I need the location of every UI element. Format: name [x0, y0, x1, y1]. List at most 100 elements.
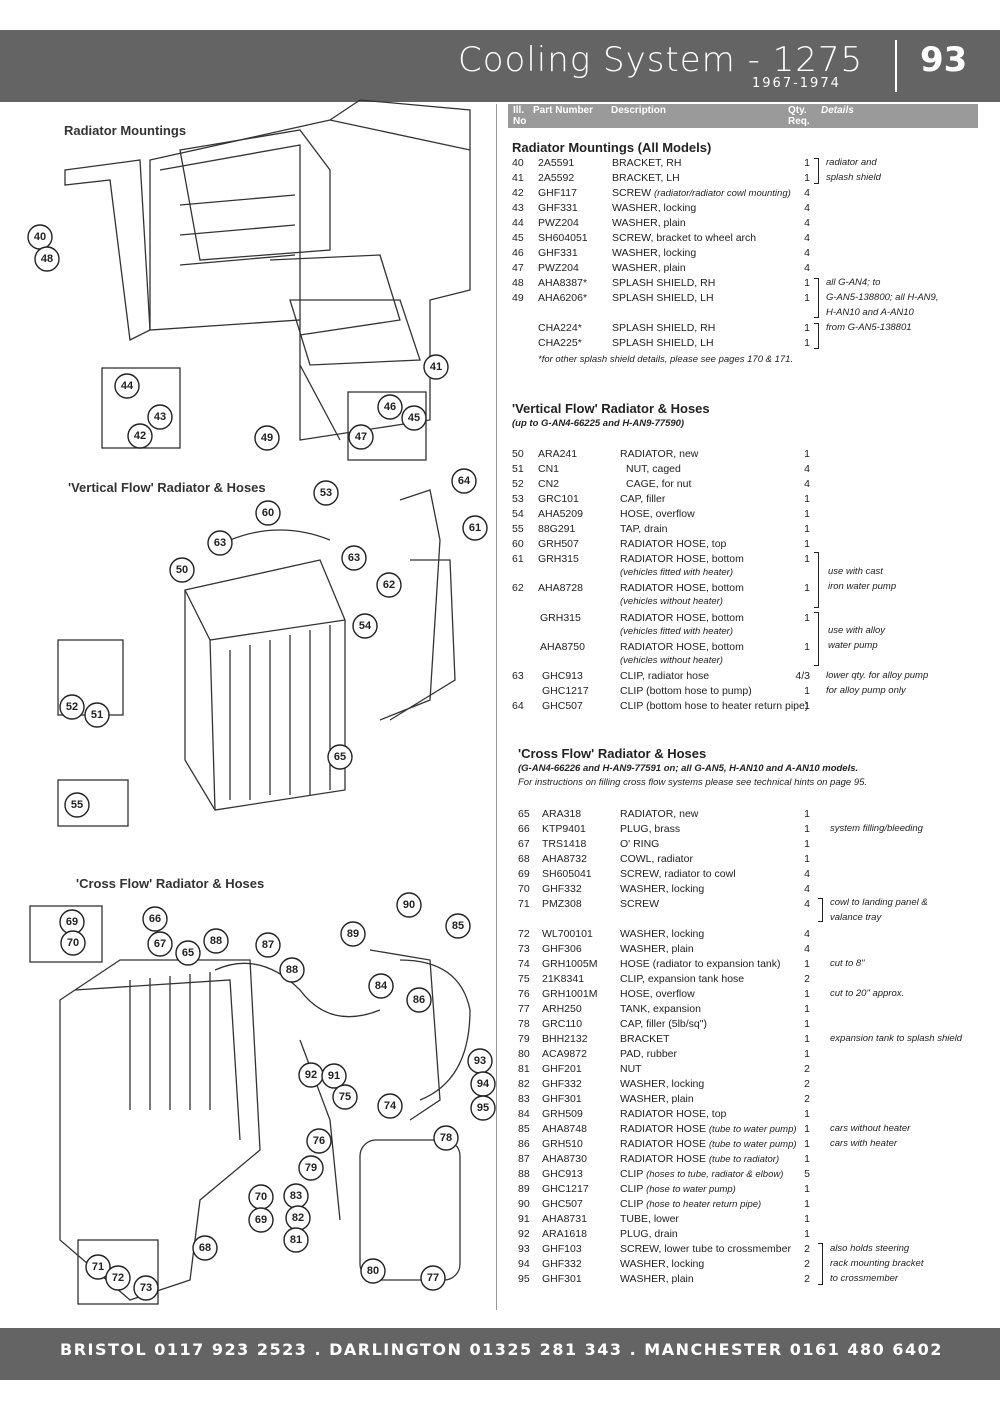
ill-no: 41 [512, 172, 524, 184]
table-row: 89 GHC1217 CLIP (hose to water pump) 1 [0, 1183, 1000, 1198]
table-row: 49 AHA6206* SPLASH SHIELD, LH 1 [0, 292, 1000, 307]
description: RADIATOR HOSE [620, 1138, 706, 1150]
ill-no: 80 [518, 1048, 530, 1060]
part-number: GRC110 [542, 1018, 583, 1030]
qty: 1 [804, 1033, 810, 1045]
table-row: 86 GRH510 RADIATOR HOSE (tube to water p… [0, 1138, 1000, 1153]
callout-60: 60 [262, 507, 274, 519]
part-number: AHA6206* [538, 292, 588, 304]
section-title-vertical-flow: 'Vertical Flow' Radiator & Hoses [512, 401, 710, 416]
qty: 1 [804, 582, 810, 594]
table-row: 55 88G291 TAP, drain 1 [0, 523, 1000, 538]
brace-note: H-AN10 and A-AN10 [826, 307, 914, 318]
part-number: GHC913 [542, 1168, 583, 1180]
callout-52: 52 [66, 701, 78, 713]
vertical-flow-callouts: 53 64 60 63 61 50 63 62 54 52 51 65 55 [59, 468, 488, 818]
table-row: 72 WL700101 WASHER, locking 4 [0, 928, 1000, 943]
part-number: GHF332 [542, 1078, 582, 1090]
ill-no: 75 [518, 973, 530, 985]
part-number: AHA8731 [542, 1213, 587, 1225]
qty: 1 [804, 277, 810, 289]
description-note: (hose to heater return pipe) [646, 1199, 762, 1210]
qty: 1 [804, 553, 810, 565]
qty: 1 [804, 523, 810, 535]
part-number: GHF201 [542, 1063, 582, 1075]
description-note: (tube to water pump) [708, 1139, 797, 1150]
callout-63b: 63 [348, 552, 360, 564]
callout-75: 75 [339, 1091, 351, 1103]
part-number: 2A5592 [538, 172, 575, 184]
part-number: CHA224* [538, 322, 582, 334]
part-number: PMZ308 [542, 898, 582, 910]
qty: 1 [804, 493, 810, 505]
ill-no: 40 [512, 157, 524, 169]
table-row: 47 PWZ204 WASHER, plain 4 [0, 262, 1000, 277]
table-row: 43 GHF331 WASHER, locking 4 [0, 202, 1000, 217]
part-number: GRH507 [538, 538, 579, 550]
qty: 1 [804, 172, 810, 184]
qty: 4 [804, 928, 810, 940]
table-row: 41 2A5592 BRACKET, LH 1 [0, 172, 1000, 187]
qty: 4 [804, 217, 810, 229]
part-number: 21K8341 [542, 973, 585, 985]
radiator-mountings-callouts: 40 48 44 43 42 49 41 46 45 47 [27, 224, 449, 451]
footer-contact: BRISTOL 0117 923 2523 . DARLINGTON 01325… [60, 1340, 943, 1359]
qty: 5 [804, 1168, 810, 1180]
table-row: 93 GHF103 SCREW, lower tube to crossmemb… [0, 1243, 1000, 1258]
ill-no: 44 [512, 217, 524, 229]
qty: 2 [804, 1243, 810, 1255]
callout-76: 76 [313, 1135, 325, 1147]
ill-no: 93 [518, 1243, 530, 1255]
table-row: CHA225* SPLASH SHIELD, LH 1 [0, 337, 1000, 352]
details: cut to 8" [830, 958, 865, 969]
brace-note: splash shield [826, 172, 881, 183]
part-number: GRH315 [540, 612, 581, 624]
callout-86: 86 [413, 994, 425, 1006]
details: cars with heater [830, 1138, 898, 1149]
description: CAP, filler (5lb/sq") [620, 1018, 707, 1030]
part-number: GHF332 [542, 883, 582, 895]
table-row: 71 PMZ308 SCREW 4 [0, 898, 1000, 913]
table-row: 69 SH605041 SCREW, radiator to cowl 4 [0, 868, 1000, 883]
part-number: 88G291 [538, 523, 576, 535]
brace [814, 552, 819, 608]
col-qty: Qty. Req. [788, 105, 810, 127]
ill-no: 90 [518, 1198, 530, 1210]
part-number: GHC1217 [542, 1183, 589, 1195]
table-row: 77 ARH250 TANK, expansion 1 [0, 1003, 1000, 1018]
description: SCREW [612, 187, 652, 199]
ill-no: 55 [512, 523, 524, 535]
part-number: GHC913 [542, 670, 583, 682]
part-number: GHF331 [538, 247, 578, 259]
details: cut to 20" approx. [830, 988, 905, 999]
table-row: 53 GRC101 CAP, filler 1 [0, 493, 1000, 508]
section-subtitle: (G-AN4-66226 and H-AN9-77591 on; all G-A… [518, 763, 859, 774]
callout-94: 94 [477, 1078, 490, 1090]
qty: 4 [804, 202, 810, 214]
callout-62: 62 [383, 579, 395, 591]
brace-note: cowl to landing panel & [830, 897, 928, 908]
callout-43: 43 [154, 411, 166, 423]
qty: 4 [804, 943, 810, 955]
part-number: PWZ204 [538, 262, 579, 274]
ill-no: 79 [518, 1033, 530, 1045]
description: CAP, filler [620, 493, 666, 505]
ill-no: 60 [512, 538, 524, 550]
qty: 1 [804, 1183, 810, 1195]
table-row: 60 GRH507 RADIATOR HOSE, top 1 [0, 538, 1000, 553]
table-row: 85 AHA8748 RADIATOR HOSE (tube to water … [0, 1123, 1000, 1138]
description: RADIATOR, new [620, 448, 699, 460]
qty: 4 [804, 898, 810, 910]
qty: 4 [804, 883, 810, 895]
part-number: AHA8750 [540, 641, 585, 653]
ill-no: 94 [518, 1258, 530, 1270]
table-row: GHC1217 CLIP (bottom hose to pump) 1 for… [0, 685, 1000, 700]
description: NUT [620, 1063, 642, 1075]
ill-no: 65 [518, 808, 530, 820]
qty: 4 [804, 247, 810, 259]
description: PLUG, brass [620, 823, 681, 835]
description: RADIATOR HOSE, bottom [620, 612, 744, 624]
part-number: AHA8728 [538, 582, 583, 594]
ill-no: 88 [518, 1168, 530, 1180]
callout-44: 44 [121, 380, 134, 392]
